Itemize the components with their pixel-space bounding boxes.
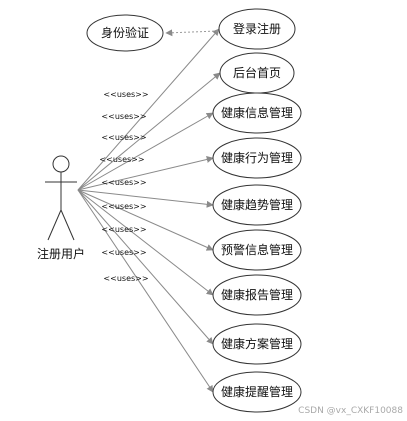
actor-label: 注册用户: [37, 246, 85, 261]
use-case-label: 预警信息管理: [221, 242, 293, 257]
use-case-ellipse: [212, 92, 302, 134]
actor-head: [52, 155, 70, 173]
use-case-3[interactable]: 健康信息管理: [212, 92, 302, 134]
use-case-ellipse: [218, 8, 296, 50]
use-case-7[interactable]: 健康报告管理: [212, 274, 302, 316]
use-case-label: 健康方案管理: [221, 336, 293, 351]
association-arrow: [77, 28, 220, 191]
use-case-ellipse: [212, 323, 302, 365]
use-case-ellipse: [212, 229, 302, 271]
actor-left-leg: [47, 209, 62, 241]
use-case-6[interactable]: 预警信息管理: [212, 229, 302, 271]
use-case-ellipse: [86, 14, 164, 52]
association-arrow: [77, 72, 221, 191]
use-case-ellipse: [212, 137, 302, 179]
use-case-label: 健康报告管理: [221, 287, 293, 302]
actor-registered-user[interactable]: 注册用户: [37, 155, 85, 261]
uses-label: <<uses>>: [103, 274, 148, 283]
association-arrow: [77, 189, 214, 208]
association-arrow: [77, 189, 214, 345]
use-case-label: 健康行为管理: [221, 150, 293, 165]
uses-label: <<uses>>: [101, 225, 146, 234]
use-case-9[interactable]: 健康提醒管理: [212, 371, 302, 413]
watermark-text: CSDN @vx_CXKF10088: [298, 406, 403, 416]
uses-label: <<uses>>: [101, 178, 146, 187]
include-dashed-arrow: [165, 29, 219, 37]
use-case-8[interactable]: 健康方案管理: [212, 323, 302, 365]
association-arrow: [77, 189, 214, 296]
uses-label: <<uses>>: [101, 202, 146, 211]
association-arrow: [77, 156, 214, 191]
uses-label: <<uses>>: [101, 248, 146, 257]
use-case-label: 健康提醒管理: [221, 384, 293, 399]
association-arrow: [77, 189, 214, 251]
uses-label: <<uses>>: [101, 112, 146, 121]
use-case-2[interactable]: 后台首页: [219, 52, 295, 94]
use-case-label: 后台首页: [233, 65, 281, 80]
association-arrow: [77, 112, 214, 191]
use-case-5[interactable]: 健康趋势管理: [212, 184, 302, 226]
use-case-label: 身份验证: [101, 25, 149, 40]
use-case-identity-verification[interactable]: 身份验证: [86, 14, 164, 52]
use-case-ellipse: [212, 184, 302, 226]
use-case-ellipse: [212, 274, 302, 316]
use-case-1[interactable]: 登录注册: [218, 8, 296, 50]
use-case-label: 登录注册: [233, 21, 281, 36]
uses-label: <<uses>>: [103, 90, 148, 99]
use-case-group: 登录注册后台首页健康信息管理健康行为管理健康趋势管理预警信息管理健康报告管理健康…: [212, 8, 302, 413]
uses-label: <<uses>>: [99, 155, 144, 164]
association-lines: [77, 28, 221, 393]
use-case-4[interactable]: 健康行为管理: [212, 137, 302, 179]
uses-labels: <<uses>> <<uses>> <<uses>> <<uses>> <<uses>>…: [99, 90, 148, 283]
actor-right-leg: [60, 209, 75, 241]
use-case-ellipse: [212, 371, 302, 413]
uses-label: <<uses>>: [101, 133, 146, 142]
use-case-label: 健康趋势管理: [221, 197, 293, 212]
association-arrow: [77, 189, 214, 393]
use-case-label: 健康信息管理: [221, 105, 293, 120]
